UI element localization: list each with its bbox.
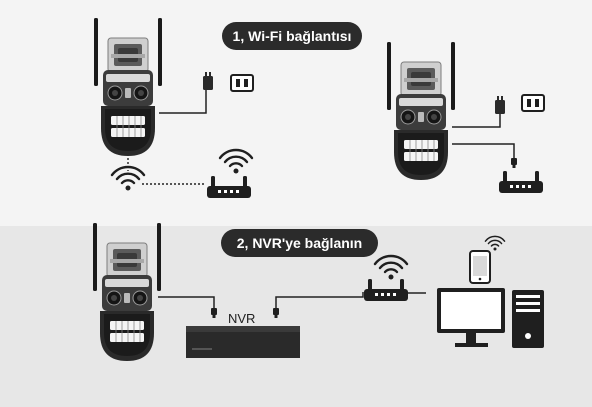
router-icon	[207, 176, 251, 198]
monitor-icon	[437, 288, 505, 347]
network-cable-2	[452, 143, 515, 158]
security-camera-icon	[93, 17, 163, 157]
camera-1	[93, 17, 163, 157]
section1-title: 1, Wi-Fi bağlantısı	[222, 22, 362, 50]
camera-2	[386, 41, 456, 181]
wifi-icon	[373, 254, 409, 281]
wall-outlet-icon	[230, 74, 254, 92]
router-icon	[499, 171, 543, 193]
security-camera-icon	[386, 41, 456, 181]
pc-tower-icon	[512, 290, 544, 348]
security-camera-icon	[92, 222, 162, 362]
network-cable-3	[158, 296, 215, 308]
section2-title: 2, NVR'ye bağlanın	[221, 229, 378, 257]
camera-3	[92, 222, 162, 362]
power-adapter-icon	[203, 72, 213, 90]
router-icon	[364, 279, 408, 301]
ethernet-plug-icon	[511, 158, 517, 168]
power-cable-1	[159, 88, 207, 114]
wall-outlet-icon	[521, 94, 545, 112]
power-adapter-icon	[495, 96, 505, 114]
wifi-icon	[484, 235, 506, 252]
power-cable-2	[452, 113, 501, 128]
ethernet-plug-icon	[211, 308, 217, 318]
nvr-router-cable	[275, 292, 364, 308]
wifi-icon	[218, 148, 254, 175]
nvr-recorder-icon	[186, 326, 300, 358]
nvr-label: NVR	[228, 311, 256, 326]
smartphone-icon	[469, 250, 491, 284]
ethernet-plug-icon	[273, 308, 279, 318]
